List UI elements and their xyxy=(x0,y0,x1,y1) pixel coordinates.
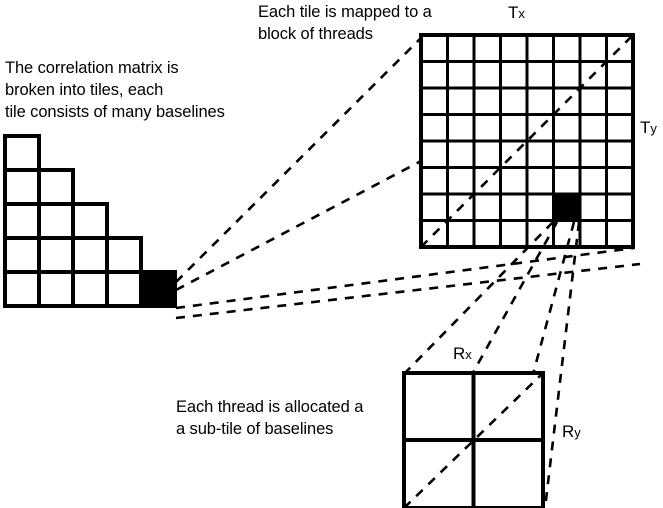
label-rx: Rx xyxy=(453,345,472,363)
label-tx-base: T xyxy=(508,3,519,22)
sub-tile-diagonal-line xyxy=(403,372,544,508)
matrix-cell xyxy=(71,236,109,274)
label-ty: Ty xyxy=(640,119,657,137)
caption-thread-allocation: Each thread is allocated a a sub-tile of… xyxy=(176,398,364,438)
connector-line xyxy=(175,246,635,310)
matrix-cell xyxy=(37,202,75,240)
matrix-cell xyxy=(3,270,41,308)
connector-line xyxy=(468,221,559,379)
label-rx-sub: x xyxy=(465,347,472,362)
matrix-cell xyxy=(3,202,41,240)
matrix-cell xyxy=(37,168,75,206)
label-rx-base: R xyxy=(453,344,466,363)
matrix-cell xyxy=(3,236,41,274)
connector-group-tile-to-block xyxy=(175,35,641,320)
connector-line xyxy=(175,35,424,283)
caption-correlation-matrix: The correlation matrix is broken into ti… xyxy=(5,59,225,121)
matrix-cell xyxy=(105,236,143,274)
caption-tile-mapped-to-block: Each tile is mapped to a block of thread… xyxy=(258,3,432,43)
connector-line xyxy=(403,221,554,375)
matrix-cell-highlighted xyxy=(139,270,177,308)
label-ty-sub: y xyxy=(650,121,657,136)
matrix-cell xyxy=(71,270,109,308)
thread-block-grid xyxy=(419,33,635,249)
correlation-matrix-staircase xyxy=(3,134,177,308)
label-ry-base: R xyxy=(562,422,575,441)
label-ry-sub: y xyxy=(574,425,581,440)
connector-line xyxy=(543,221,581,508)
label-ry: Ry xyxy=(562,423,581,441)
matrix-cell xyxy=(105,270,143,308)
matrix-cell xyxy=(37,270,75,308)
matrix-cell xyxy=(71,202,109,240)
label-tx-sub: x xyxy=(518,6,525,21)
matrix-cell xyxy=(3,134,41,172)
connector-line xyxy=(175,158,424,292)
sub-tile-grid xyxy=(402,371,545,508)
thread-cell-highlighted xyxy=(553,194,580,221)
label-tx: Tx xyxy=(508,4,525,22)
matrix-cell xyxy=(37,236,75,274)
matrix-cell xyxy=(3,168,41,206)
label-ty-base: T xyxy=(640,118,651,137)
